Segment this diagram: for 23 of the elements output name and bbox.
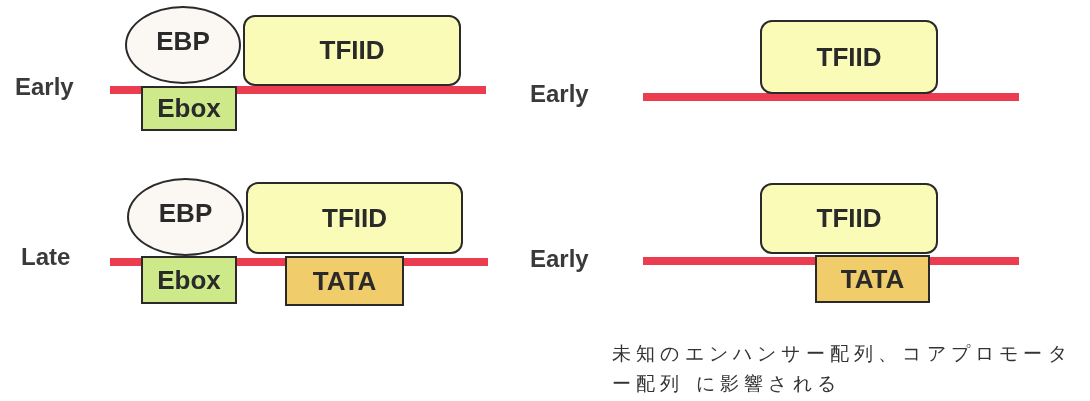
node-label: TFIID bbox=[322, 202, 387, 234]
node-label: TFIID bbox=[816, 203, 882, 234]
protein-box bbox=[760, 20, 938, 94]
protein-box bbox=[246, 182, 463, 254]
node-label: Ebox bbox=[157, 93, 221, 124]
sequence-box bbox=[141, 256, 237, 304]
stage-label: Early bbox=[530, 245, 589, 273]
sequence-box bbox=[285, 256, 404, 306]
stage-label: Late bbox=[21, 243, 71, 271]
node-label: TFIID bbox=[319, 35, 385, 66]
sequence-box bbox=[141, 86, 237, 131]
protein-box bbox=[760, 183, 938, 254]
protein-box bbox=[243, 15, 461, 86]
stage-label: Early bbox=[15, 73, 74, 101]
stage-label: Early bbox=[530, 80, 589, 108]
node-label: TATA bbox=[312, 265, 377, 297]
sequence-box bbox=[815, 255, 930, 303]
node-label: EBP bbox=[156, 25, 210, 57]
node-label: Ebox bbox=[157, 264, 221, 296]
node-label: TFIID bbox=[816, 41, 882, 73]
node-label: EBP bbox=[158, 197, 213, 229]
node-label: TATA bbox=[840, 263, 905, 295]
note-text: 未知のエンハンサー配列、コアプロモーター配列 に影響される bbox=[612, 341, 1073, 396]
